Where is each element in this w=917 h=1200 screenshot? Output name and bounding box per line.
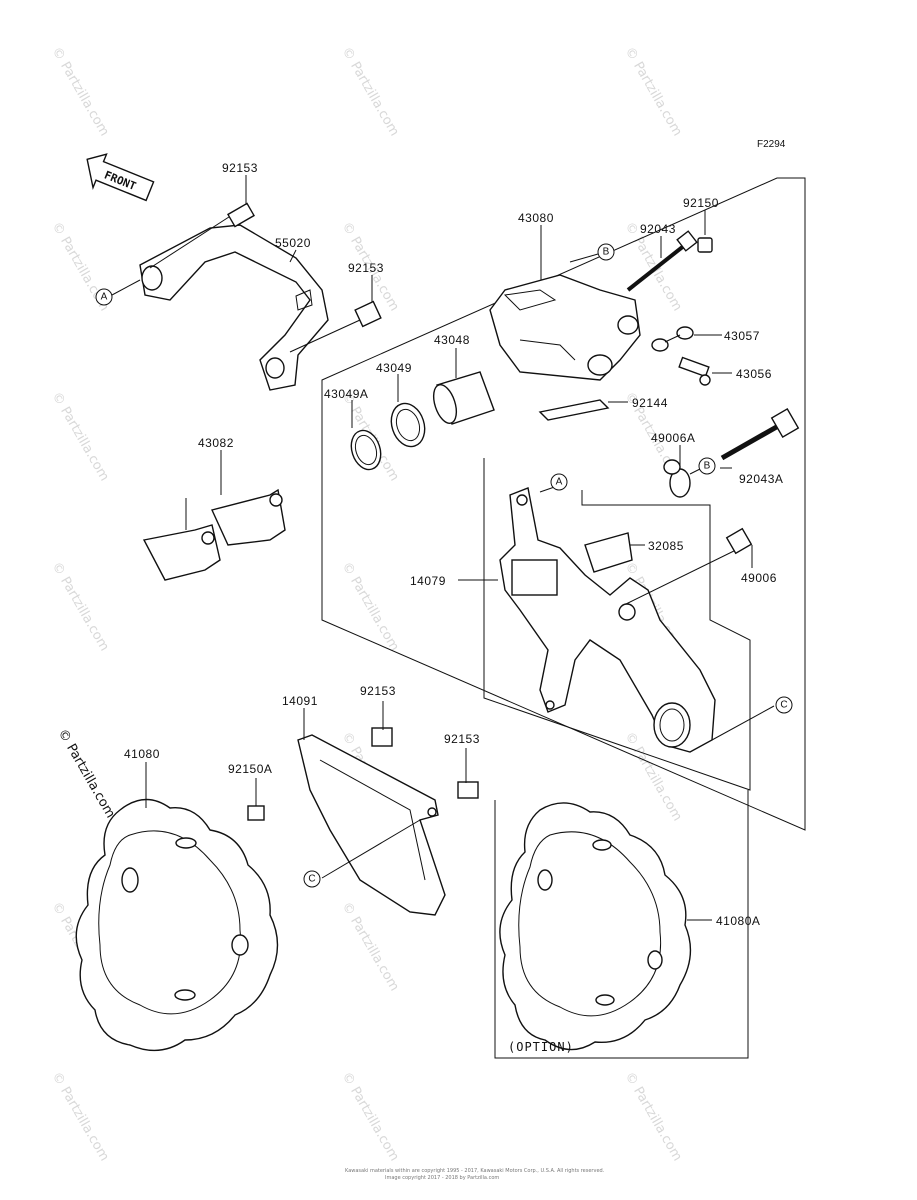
figure-code: F2294 [757, 139, 786, 150]
callout-c-text: C [780, 700, 787, 711]
label-43057: 43057 [724, 329, 760, 343]
option-disc-outline [494, 790, 749, 1059]
caliper-assembly-outline [321, 177, 806, 831]
watermark: © Partzilla.com [49, 1070, 112, 1164]
label-14079: 14079 [410, 574, 446, 588]
label-43082: 43082 [198, 436, 234, 450]
callout-a-text: A [101, 292, 108, 303]
label-14091: 14091 [282, 694, 318, 708]
label-92153: 92153 [222, 161, 258, 175]
label-92144: 92144 [632, 396, 668, 410]
bolt-49006 [625, 527, 753, 605]
label-92153: 92153 [444, 732, 480, 746]
bolt-92153-top [149, 202, 255, 269]
label-92150: 92150 [683, 196, 719, 210]
boot-49006a [663, 459, 691, 498]
callout-c-text: C [308, 874, 315, 885]
plug-92150 [697, 237, 713, 253]
callout-a-text: A [556, 477, 563, 488]
bleeder-valve-43056 [678, 356, 711, 386]
spring-92144 [538, 399, 610, 421]
label-92150a: 92150A [228, 762, 272, 776]
copyright-line-2: Image copyright 2017 - 2018 by Partzilla… [385, 1175, 499, 1181]
retainer-32085 [584, 532, 633, 573]
piston-43048 [432, 371, 495, 425]
disc-41080 [75, 798, 279, 1052]
caliper-body-43080 [489, 274, 641, 381]
seal-43049 [390, 402, 426, 448]
callout-b-top: B [597, 243, 615, 261]
option-label: (OPTION) [508, 1040, 574, 1054]
callout-b-right: B [698, 457, 716, 475]
seal-43049a [350, 429, 382, 471]
watermark: © Partzilla.com [339, 45, 402, 139]
watermark: © Partzilla.com [339, 560, 402, 654]
guard-14091 [297, 734, 446, 916]
callout-b-text: B [603, 247, 610, 258]
label-43080: 43080 [518, 211, 554, 225]
label-55020: 55020 [275, 236, 311, 250]
watermark: © Partzilla.com [622, 1070, 685, 1164]
callout-c-right: C [775, 696, 793, 714]
pin-92043a [720, 408, 800, 461]
label-43049a: 43049A [324, 387, 368, 401]
watermark: © Partzilla.com [339, 900, 402, 994]
label-41080a: 41080A [716, 914, 760, 928]
label-92153: 92153 [348, 261, 384, 275]
caliper-bracket-14079 [499, 487, 716, 753]
label-43048: 43048 [434, 333, 470, 347]
callout-a-bracket: A [550, 473, 568, 491]
label-92043: 92043 [640, 222, 676, 236]
label-43056: 43056 [736, 367, 772, 381]
part-labels: 92153 55020 92153 43080 92150 92043 4305… [124, 161, 783, 1054]
torque-bracket-55020 [139, 224, 329, 391]
bolt-92153-guard-top [371, 727, 393, 747]
watermark: © Partzilla.com [339, 1070, 402, 1164]
label-43049: 43049 [376, 361, 412, 375]
bolt-92150a [247, 805, 265, 821]
bolt-92153-guard-right [457, 781, 479, 799]
disc-41080a [499, 802, 692, 1051]
label-92043a: 92043A [739, 472, 783, 486]
watermark: © Partzilla.com [49, 45, 112, 139]
callout-b-text: B [704, 461, 711, 472]
watermark: © Partzilla.com [49, 390, 112, 484]
callout-a-left: A [95, 288, 113, 306]
label-49006a: 49006A [651, 431, 695, 445]
callout-c-guard: C [303, 870, 321, 888]
pads-43082 [142, 488, 286, 581]
label-32085: 32085 [648, 539, 684, 553]
leader-lines [111, 175, 775, 921]
watermark: © Partzilla.com [49, 560, 112, 654]
bracket-subassembly-outline [483, 458, 751, 791]
label-41080: 41080 [124, 747, 160, 761]
label-92153: 92153 [360, 684, 396, 698]
bolt-92153-bracket [289, 300, 382, 353]
label-49006: 49006 [741, 571, 777, 585]
copyright-line-1: Kawasaki materials within are copyright … [345, 1168, 605, 1174]
watermark: © Partzilla.com [622, 45, 685, 139]
front-arrow-icon: FRONT [86, 153, 155, 202]
cap-43057 [651, 326, 694, 352]
watermark-dark: © Partzilla.com [55, 727, 118, 821]
pin-92043 [626, 230, 698, 292]
